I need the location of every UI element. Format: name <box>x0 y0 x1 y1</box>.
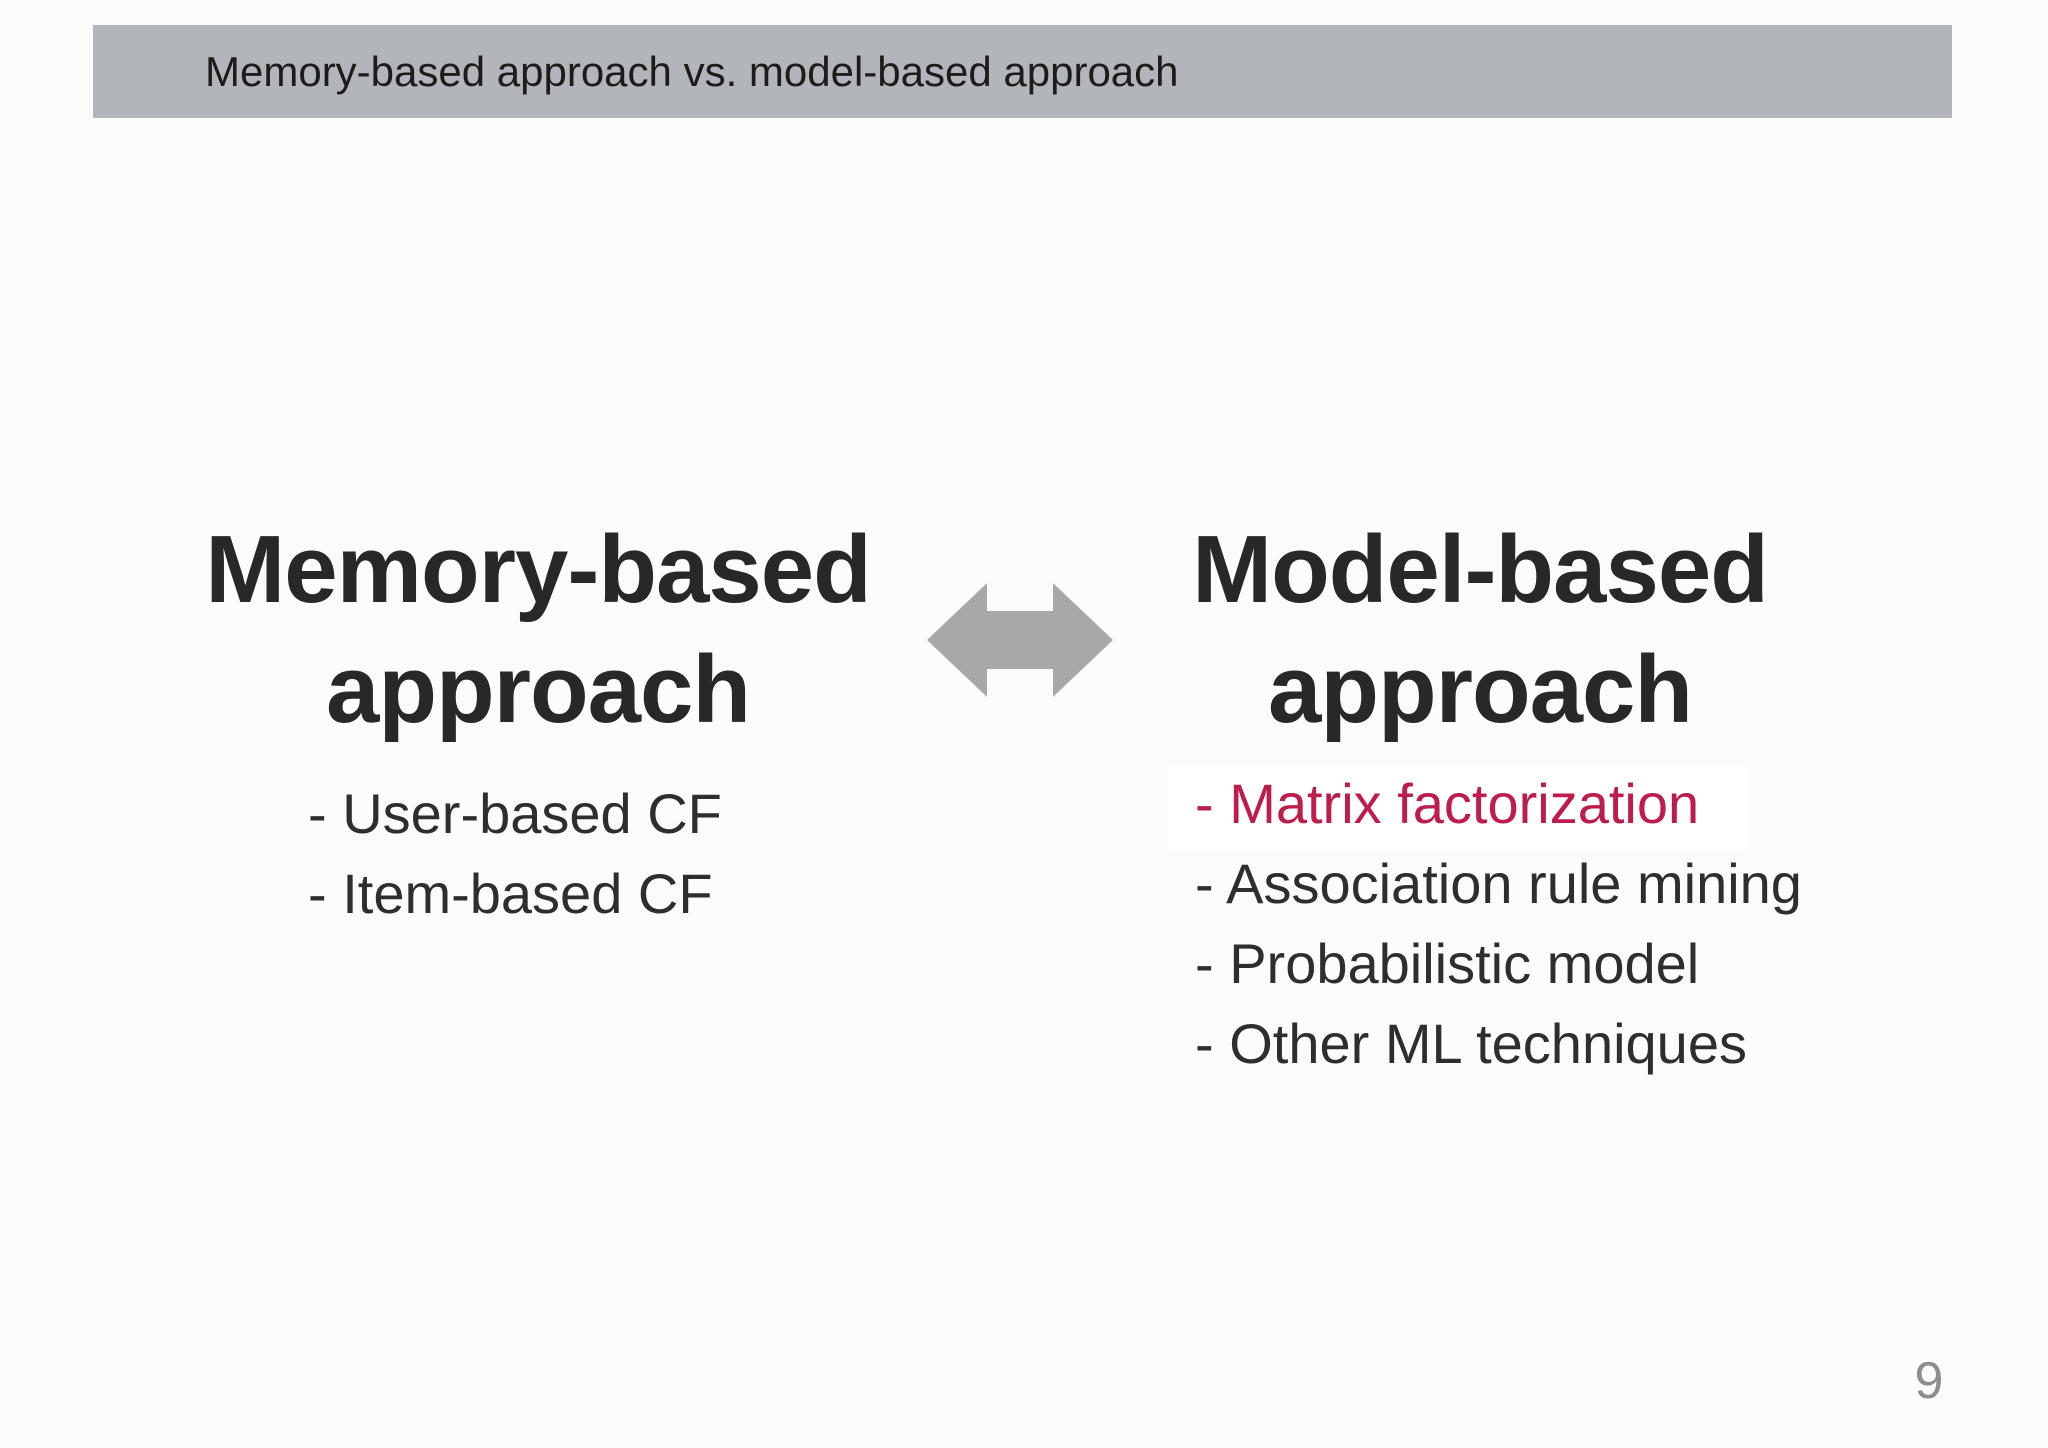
memory-based-heading-line1: Memory-based <box>205 516 872 623</box>
matrix-factorization-highlight <box>1168 766 1748 850</box>
list-item: - Probabilistic model <box>1195 932 1700 995</box>
slide-title: Memory-based approach vs. model-based ap… <box>205 47 1179 95</box>
list-item: - Item-based CF <box>308 862 713 925</box>
double-arrow-icon <box>927 583 1113 697</box>
memory-based-heading-line2: approach <box>325 636 751 743</box>
model-based-list: - Matrix factorization - Association rul… <box>1195 764 1802 1084</box>
page-number: 9 <box>1914 1352 1944 1410</box>
list-item: - User-based CF <box>308 782 722 845</box>
list-item: - Association rule mining <box>1195 852 1802 915</box>
list-item-matrix-factorization: - Matrix factorization <box>1195 772 1700 835</box>
memory-based-list: - User-based CF - Item-based CF <box>308 774 722 934</box>
model-based-heading: Model-based approach <box>1100 510 1860 750</box>
slide-title-bar: Memory-based approach vs. model-based ap… <box>93 25 1952 118</box>
list-item: - Other ML techniques <box>1195 1012 1747 1075</box>
memory-based-heading: Memory-based approach <box>158 510 918 750</box>
model-based-heading-line1: Model-based <box>1192 516 1769 623</box>
model-based-heading-line2: approach <box>1267 636 1693 743</box>
